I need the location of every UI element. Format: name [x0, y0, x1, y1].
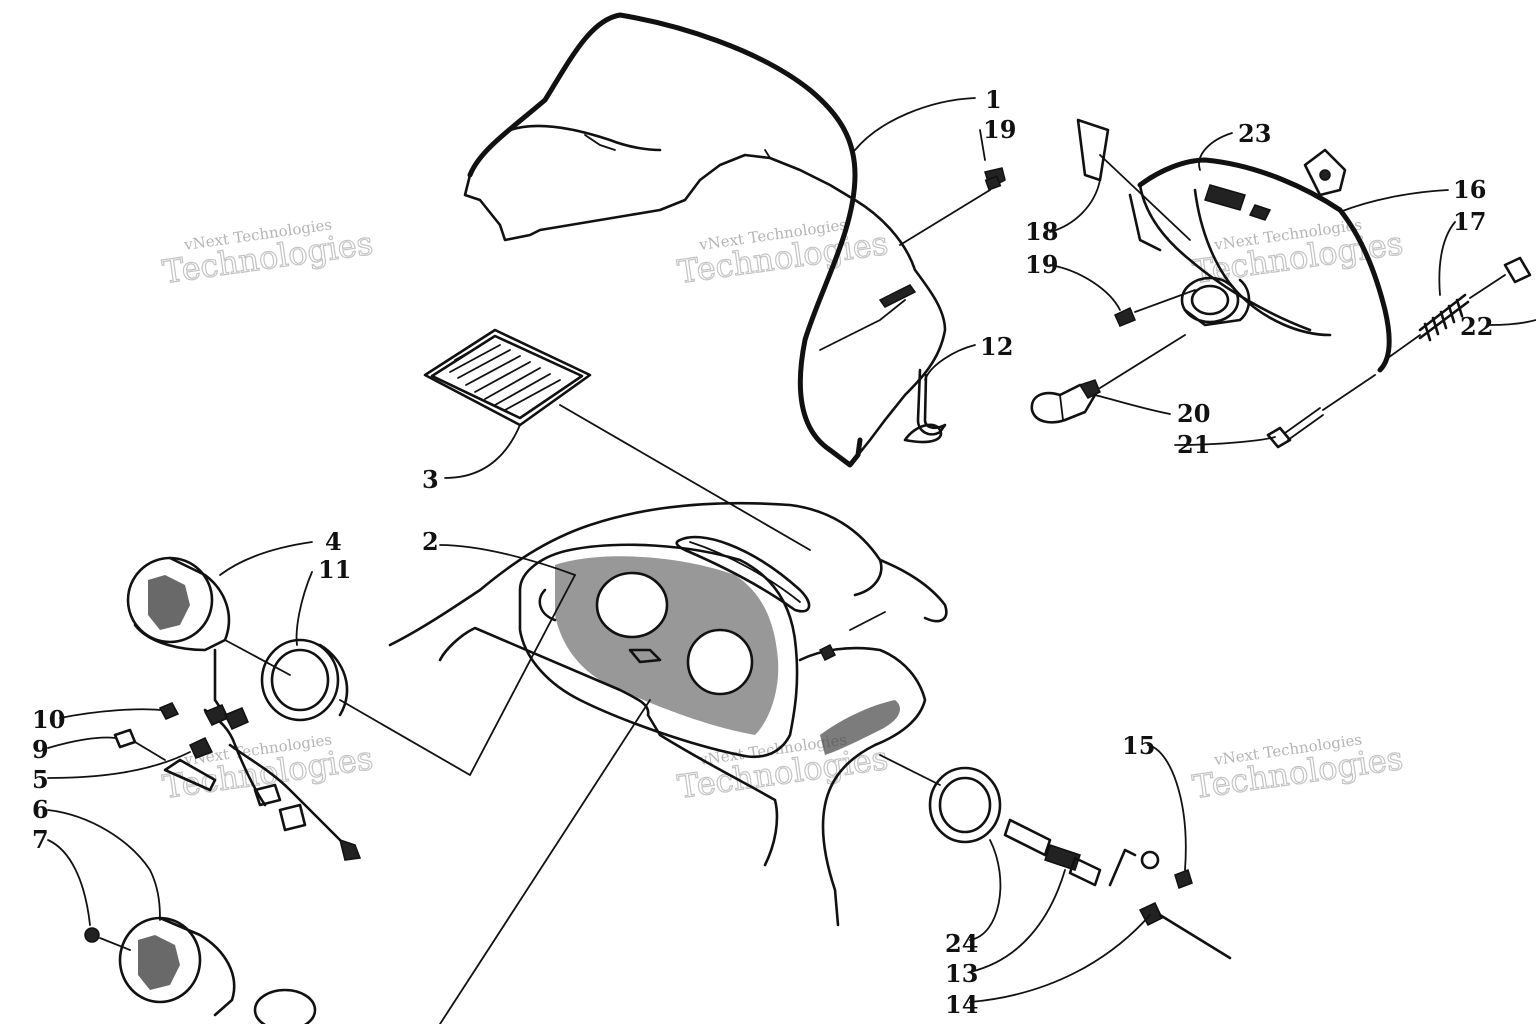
- callout-9: 9: [32, 735, 49, 764]
- windshield-clip: [903, 368, 947, 444]
- callout-4: 4: [325, 527, 342, 556]
- callout-7: 7: [32, 825, 49, 854]
- callout-18: 18: [1025, 217, 1058, 246]
- headlight-mount-tab: [1303, 148, 1347, 197]
- assembly-line: [1134, 289, 1196, 313]
- gauge-speedometer: [118, 916, 317, 1024]
- hood-dash-panel: [388, 501, 948, 927]
- callout-5: 5: [32, 765, 49, 794]
- callout-19-top: 19: [983, 115, 1016, 144]
- assembly-line: [1469, 274, 1506, 299]
- watermark-group: vNext Technologies Technologies vNext Te…: [160, 215, 1406, 806]
- callout-6: 6: [32, 795, 49, 824]
- assembly-line: [1384, 334, 1421, 361]
- headlight-bracket-18: [1076, 118, 1191, 241]
- screw-19-right: [1114, 306, 1136, 327]
- decal-sheet: [423, 328, 592, 427]
- callout-13: 13: [945, 959, 978, 988]
- assembly-line: [1099, 334, 1186, 389]
- callout-22: 22: [1460, 312, 1493, 341]
- callout-2: 2: [422, 527, 439, 556]
- assembly-line: [899, 189, 991, 246]
- assembly-line: [339, 574, 576, 777]
- headlight-lens-ring: [1180, 276, 1251, 327]
- cable-fitting-13: [1003, 818, 1102, 887]
- callout-17: 17: [1453, 207, 1486, 236]
- assembly-line: [879, 754, 941, 786]
- callout-20: 20: [1177, 399, 1210, 428]
- callout-labels: 1 19 12 3 2 4 11 10 9 5 6 7 23 16 17 18 …: [32, 85, 1493, 1019]
- callout-12: 12: [980, 332, 1013, 361]
- watermark-bottom-right: vNext Technologies Technologies: [1190, 730, 1406, 806]
- callout-1: 1: [985, 85, 1002, 114]
- watermark-top-left: vNext Technologies Technologies: [160, 215, 376, 291]
- callout-11: 11: [318, 555, 351, 584]
- bracket-and-nut-15: [1108, 848, 1193, 889]
- bulb-socket-20: [1030, 379, 1101, 424]
- spring-17: [1418, 293, 1470, 342]
- adjust-screw-21: [1266, 407, 1324, 449]
- callout-15: 15: [1122, 731, 1155, 760]
- callout-14: 14: [945, 990, 978, 1019]
- windshield: [463, 12, 947, 468]
- speedo-cable-14: [1138, 902, 1232, 960]
- callout-3: 3: [422, 465, 439, 494]
- callout-24: 24: [945, 929, 978, 958]
- gauge-tachometer: [126, 556, 241, 652]
- callout-19-right: 19: [1025, 250, 1058, 279]
- bezel-ring-24: [928, 766, 1002, 844]
- bezel-ring-11: [260, 638, 349, 722]
- assembly-line: [559, 404, 811, 551]
- callout-21: 21: [1177, 430, 1210, 459]
- callout-16: 16: [1453, 175, 1486, 204]
- wiring-harness: [113, 648, 362, 861]
- callout-10: 10: [32, 705, 65, 734]
- callout-leaders: [47, 97, 1536, 1003]
- nut-22: [1503, 256, 1532, 284]
- bulb-7: [84, 927, 100, 943]
- callout-23: 23: [1238, 119, 1271, 148]
- headlight-housing: [1128, 157, 1392, 373]
- screw-19-top: [984, 167, 1006, 191]
- assembly-line: [439, 699, 651, 1024]
- assembly-line: [99, 937, 131, 951]
- assembly-line: [1322, 374, 1376, 411]
- watermark-top-center: vNext Technologies Technologies: [675, 215, 891, 291]
